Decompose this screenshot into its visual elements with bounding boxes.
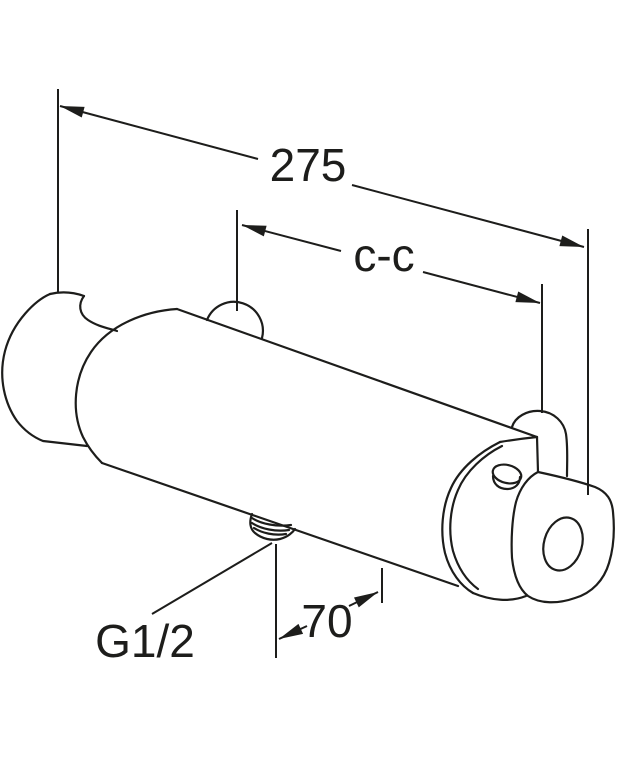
flow-handle-face [510, 470, 615, 604]
flow-handle-junction [498, 435, 539, 444]
thread-size-label: G1/2 [95, 615, 195, 667]
outlet-thread-ridge [250, 521, 291, 532]
shower-outlet-hole [542, 516, 584, 572]
dimension-annotations [57, 89, 589, 658]
body-end-cap [74, 307, 179, 465]
diverter-button-side [491, 474, 522, 491]
flow-handle-inner-crease [449, 444, 504, 591]
temperature-handle-top-edge [48, 291, 86, 298]
body-bottom-edge [100, 461, 460, 588]
overall-length-label: 275 [270, 139, 347, 191]
dimension-275-line-right [351, 184, 585, 248]
dimension-labels: 275 c-c 70 G1/2 [95, 139, 415, 667]
inlet-connection-right [510, 409, 569, 478]
mixer-outline-group [1, 291, 615, 604]
center-distance-label: c-c [353, 229, 414, 281]
thread-leader-line [151, 542, 273, 615]
outlet-thread-ridge [250, 516, 293, 527]
flow-handle-bottom-edge [471, 591, 528, 601]
temperature-handle-crease [79, 294, 119, 333]
outlet-thread-ridge [252, 526, 288, 536]
body-end-crease [535, 435, 540, 474]
body-top-edge [175, 307, 539, 439]
dimension-70-line-right [348, 591, 379, 608]
temperature-handle-outline [1, 292, 89, 448]
outlet-offset-label: 70 [301, 595, 352, 647]
inlet-connection-left [205, 300, 264, 340]
outlet-thread-nipple [249, 512, 297, 541]
dimension-cc-line-left [241, 224, 342, 252]
dimension-275-line-left [59, 105, 259, 160]
dimension-70-line-left [278, 623, 308, 640]
flow-handle-outline [441, 440, 502, 595]
dimension-cc-line-right [422, 271, 541, 304]
